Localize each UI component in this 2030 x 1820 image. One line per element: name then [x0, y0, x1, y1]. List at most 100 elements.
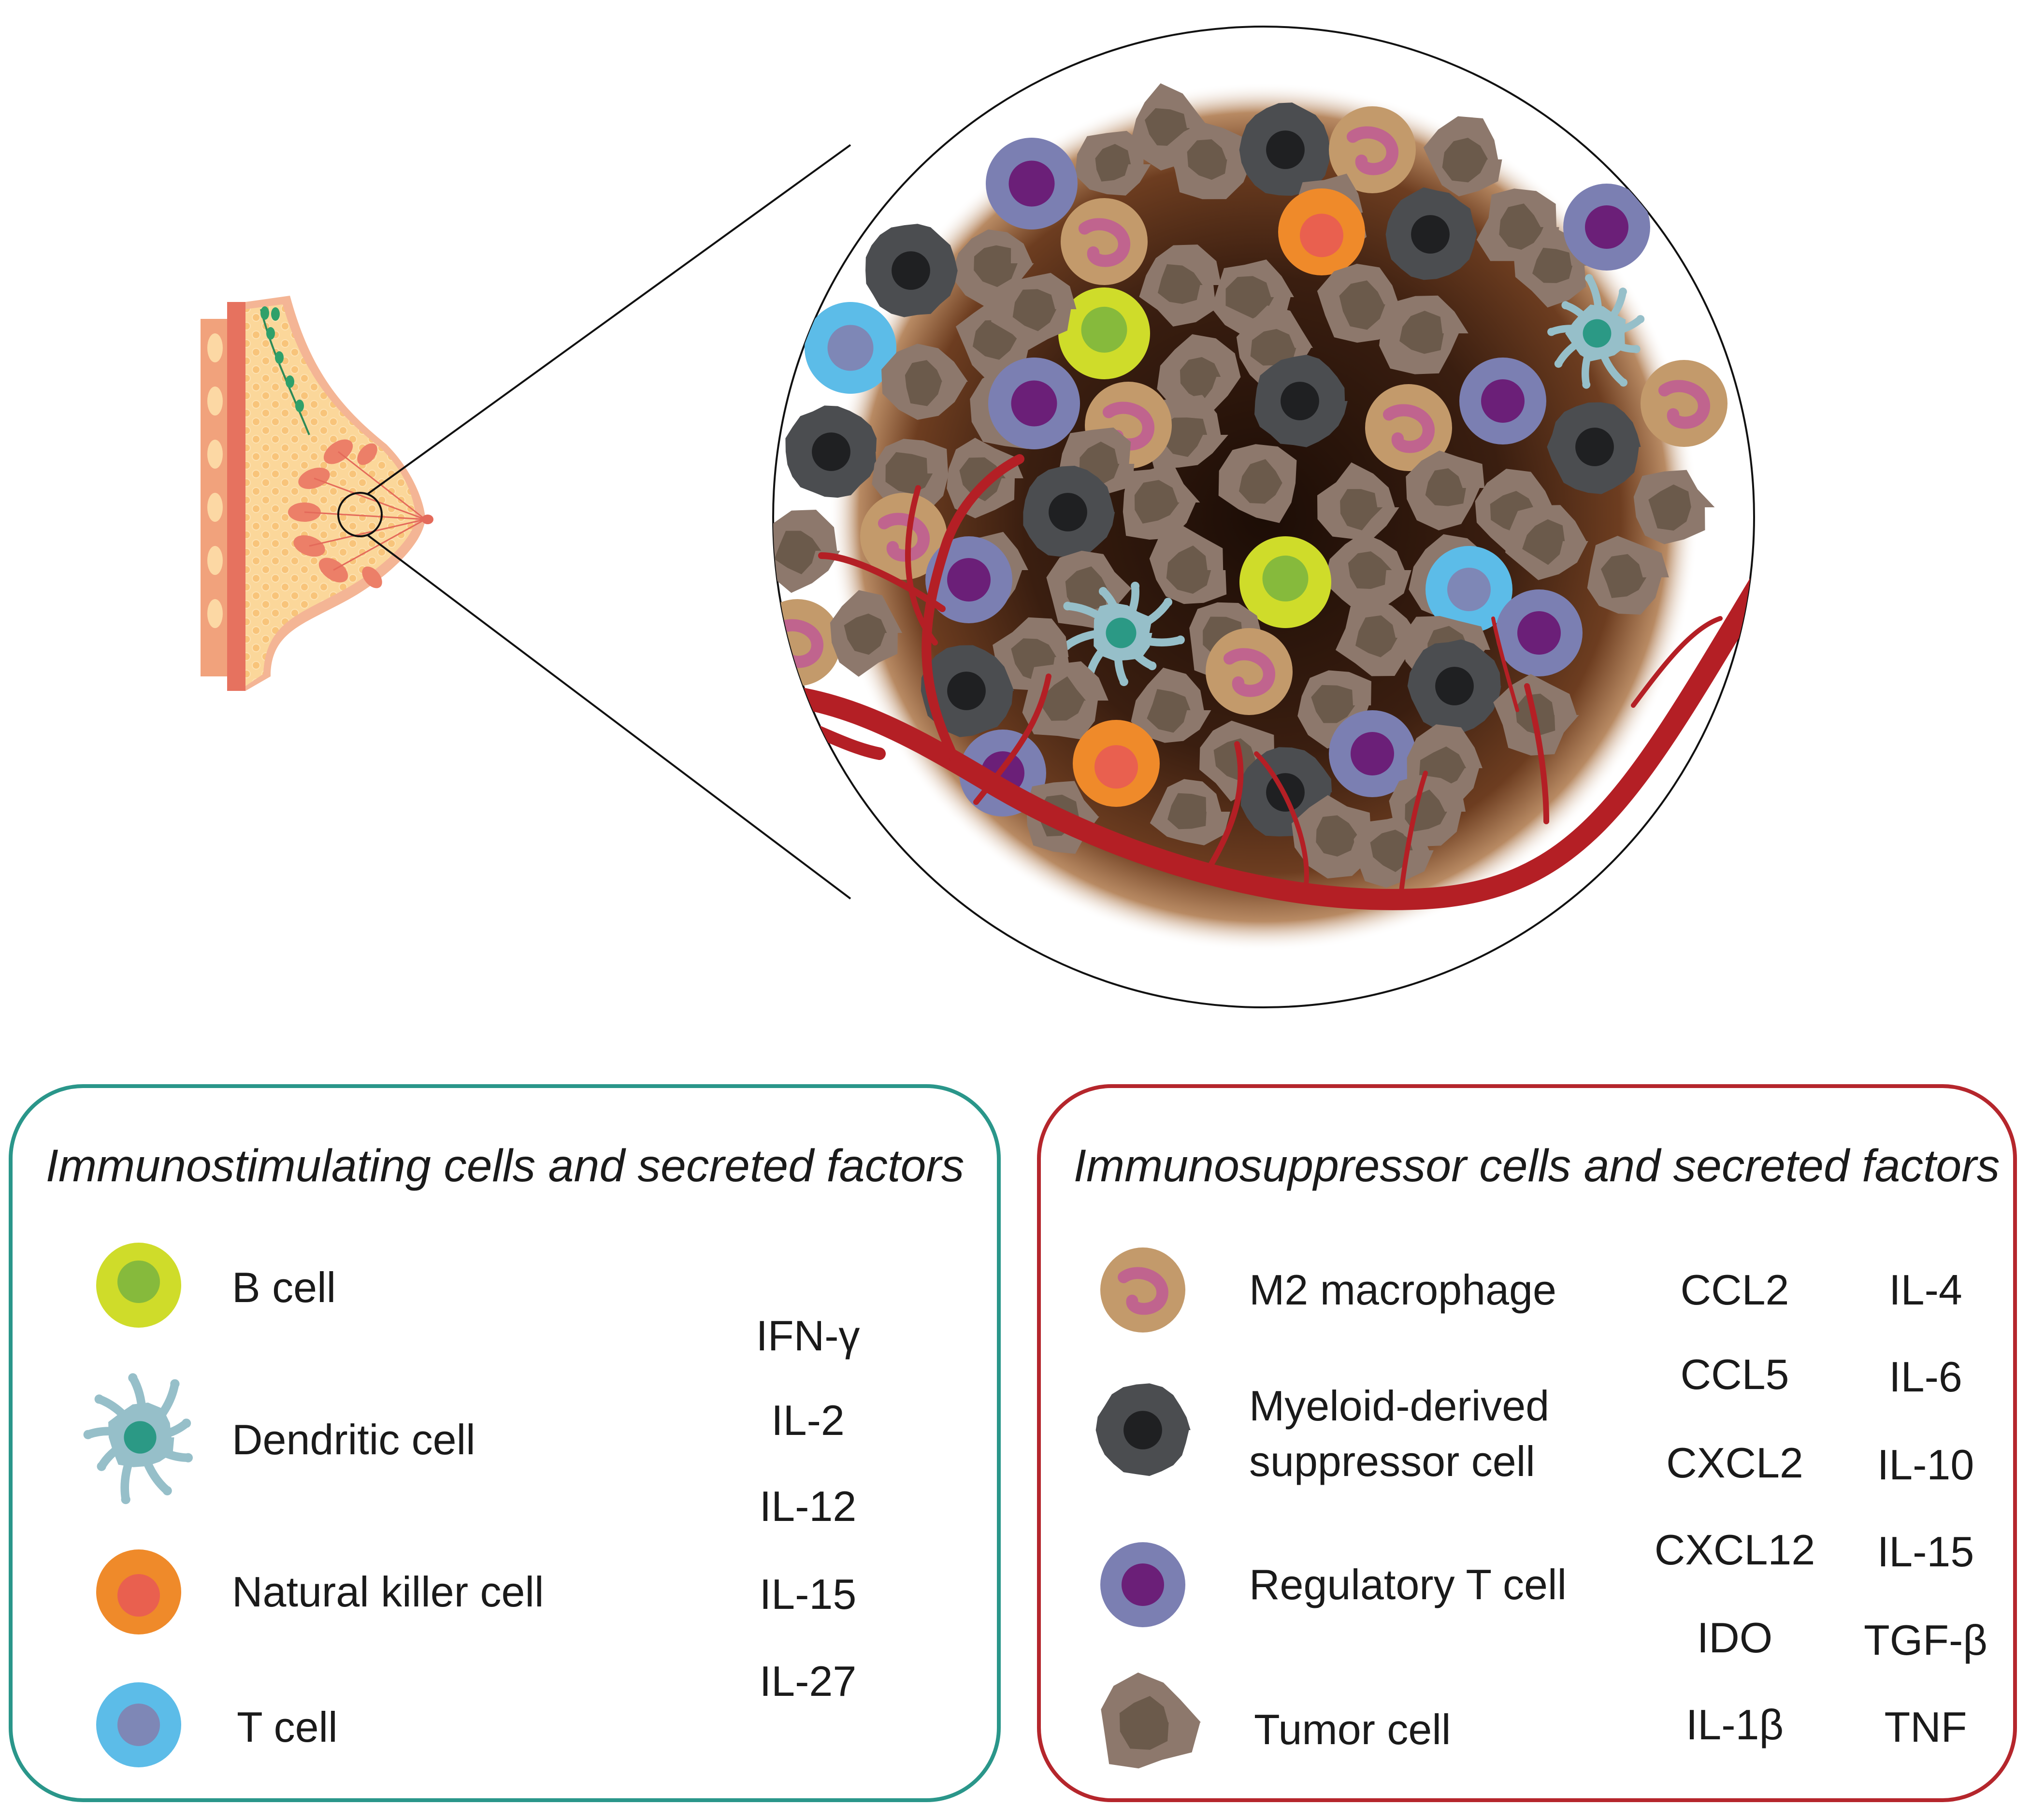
stimulating-panel-title: Immunostimulating cells and secreted fac… [46, 1140, 965, 1191]
tumor-cell-in-tme [1633, 470, 1715, 545]
tumor-cell-in-tme [1324, 533, 1411, 615]
factor-il-12: IL-12 [760, 1482, 857, 1530]
suppressor-factors-column-1: CCL2 CCL5 CXCL2 CXCL12 IDO IL-1β [1655, 1266, 1815, 1748]
factor-il-6: IL-6 [1889, 1353, 1962, 1401]
muscle-layer [227, 302, 245, 691]
suppressor-cell-icons [1095, 1247, 1201, 1769]
tumor-cell-in-tme [1406, 450, 1485, 530]
tumor-cell-in-tme [1166, 122, 1253, 200]
mdsc-cell-in-tme [921, 645, 1014, 737]
treg-cell-in-tme [1496, 589, 1583, 676]
mdsc-cell-in-tme [1239, 102, 1331, 196]
factor-tgf-beta: TGF-β [1864, 1616, 1987, 1664]
tme-cell-cluster [773, 83, 1728, 888]
mdsc-cell-in-tme [1023, 466, 1115, 557]
tumor-cell-in-tme [1123, 463, 1200, 540]
main-vessel [773, 526, 1754, 910]
breast-fat-tissue [245, 304, 416, 686]
tumor-cell-in-tme [1218, 444, 1297, 523]
m2-cell-in-tme [773, 599, 841, 686]
cell-label-suppressor-cell: suppressor cell [1249, 1437, 1535, 1485]
vessel-branch [1254, 751, 1309, 896]
factor-ido: IDO [1697, 1614, 1772, 1662]
vessel-branch [921, 454, 1024, 768]
cell-label-dendritic-cell: Dendritic cell [232, 1416, 475, 1463]
tumor-cell-icon [1101, 1672, 1201, 1769]
cell-label-t-cell: T cell [237, 1703, 338, 1751]
nipple [422, 515, 433, 524]
vessel-branch [1524, 683, 1549, 824]
tumor-cell-in-tme [830, 590, 902, 677]
suppressor-factors-column-2: IL-4 IL-6 IL-10 IL-15 TGF-β TNF [1864, 1266, 1987, 1751]
tumor-cell-in-tme [1335, 596, 1420, 676]
cell-label-b-cell: B cell [232, 1263, 336, 1311]
vessel-branch [1399, 771, 1428, 894]
treg-cell-in-tme [1459, 358, 1546, 444]
b-cell-in-tme [1058, 287, 1150, 379]
immunostimulating-legend: Immunostimulating cells and secreted fac… [9, 1084, 1001, 1802]
m2-cell-in-tme [1061, 198, 1148, 285]
t-cell-icon [96, 1682, 181, 1767]
factor-ccl2: CCL2 [1681, 1266, 1789, 1314]
vessel-branch [1631, 616, 1723, 708]
t-cell-in-tme [805, 302, 896, 394]
magnified-region-marker [337, 492, 383, 537]
m2-cell-in-tme [1206, 628, 1293, 715]
treg-cell-in-tme [1329, 710, 1416, 797]
tumor-cell-in-tme [1149, 525, 1227, 604]
tumor-cell-in-tme [1505, 505, 1588, 580]
treg-icon [1100, 1542, 1185, 1627]
factor-il-2: IL-2 [771, 1396, 845, 1444]
cell-label-myeloid-derived: Myeloid-derived [1249, 1382, 1549, 1430]
vessel-branch [973, 674, 1051, 805]
lymph-nodes [260, 306, 310, 435]
factor-cxcl2: CXCL2 [1666, 1439, 1803, 1487]
b-cell-in-tme [1239, 536, 1331, 628]
factor-il-10: IL-10 [1877, 1441, 1974, 1489]
tumor-cell-in-tme [773, 510, 840, 593]
tumor-cell-in-tme [1022, 661, 1109, 740]
dendritic-cell-icon [83, 1373, 193, 1505]
vessel-branch [905, 485, 938, 645]
nk-cell-icon [96, 1549, 181, 1634]
suppressor-panel-border [1037, 1084, 2017, 1802]
m2-cell-in-tme [860, 493, 947, 580]
t-cell-in-tme [1425, 546, 1512, 633]
tumor-cell-in-tme [1075, 130, 1151, 196]
tumor-cell-in-tme [1317, 462, 1399, 539]
mdsc-cell-in-tme [865, 224, 958, 317]
m2-macrophage-icon [1100, 1247, 1185, 1333]
factor-il-15: IL-15 [760, 1570, 857, 1618]
treg-cell-in-tme [925, 536, 1012, 623]
nk-cell-in-tme [1073, 720, 1160, 807]
tumor-cell-in-tme [991, 272, 1077, 350]
vessel-branch [818, 552, 946, 612]
b-cell-icon [96, 1243, 181, 1328]
factor-il-1-beta: IL-1β [1686, 1701, 1784, 1748]
tumor-cell-in-tme [1291, 795, 1372, 879]
tumor-cell-in-tme [1317, 263, 1400, 343]
blood-vessels [773, 454, 1754, 910]
treg-cell-in-tme [1563, 184, 1650, 271]
factor-il-27: IL-27 [760, 1657, 857, 1705]
treg-cell-in-tme [986, 138, 1078, 229]
treg-cell-in-tme [988, 358, 1080, 449]
tumor-cell-in-tme [1389, 775, 1466, 847]
mdsc-cell-in-tme [1254, 355, 1348, 447]
dc-cell-in-tme [1062, 582, 1185, 687]
tumor-cell-in-tme [1157, 334, 1241, 418]
mdsc-cell-in-tme [1547, 402, 1641, 494]
mdsc-cell-in-tme [785, 405, 877, 498]
mdsc-cell-in-tme [1385, 187, 1478, 280]
factor-il-15: IL-15 [1877, 1528, 1974, 1576]
cell-label-natural-killer-cell: Natural killer cell [232, 1568, 544, 1616]
zoom-connector-lines [366, 144, 851, 900]
stimulating-panel-border [9, 1084, 1001, 1802]
mdsc-icon [1095, 1383, 1191, 1476]
tumor-cell-in-tme [1139, 244, 1222, 327]
factor-ifn-gamma: IFN-γ [756, 1312, 860, 1360]
tumor-cell-in-tme [881, 344, 968, 420]
tumor-cell-in-tme [1423, 116, 1502, 197]
factor-ccl5: CCL5 [1681, 1350, 1789, 1398]
